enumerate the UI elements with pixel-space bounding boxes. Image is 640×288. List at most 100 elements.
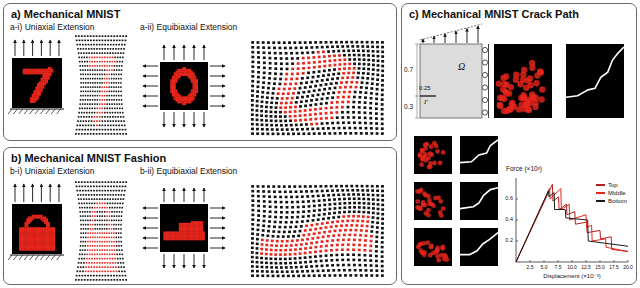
mesh-element <box>358 122 361 125</box>
mesh-element <box>93 186 95 188</box>
pattern-pixel <box>172 84 174 86</box>
pattern-pixel <box>30 245 32 247</box>
mesh-element <box>109 245 110 247</box>
mesh-element <box>87 228 88 230</box>
mesh-element <box>84 275 86 277</box>
pattern-pixel <box>35 92 37 94</box>
pattern-pixel <box>51 71 53 73</box>
mesh-element <box>81 35 83 37</box>
mesh-element <box>93 266 95 268</box>
pattern-pixel <box>32 97 34 99</box>
pattern-pixel <box>175 93 177 95</box>
pattern-pixel <box>32 233 34 235</box>
mesh-element <box>376 132 379 135</box>
mesh-element <box>116 65 118 67</box>
mesh-element <box>375 122 378 125</box>
mesh-element <box>104 52 106 54</box>
mesh-element <box>102 190 104 192</box>
load-arrow <box>23 40 24 56</box>
mesh-element <box>84 207 86 209</box>
pattern-pixel <box>189 95 191 97</box>
mesh-element <box>286 128 289 131</box>
mesh-element <box>375 93 378 96</box>
mesh-element <box>256 95 259 98</box>
mesh-element <box>90 224 91 226</box>
mesh-element <box>96 198 98 200</box>
mesh-element <box>110 279 112 281</box>
pattern-pixel <box>21 240 23 242</box>
pattern-pixel <box>35 217 37 219</box>
mesh-element <box>117 116 119 118</box>
mesh-element <box>121 44 123 46</box>
load-arrow <box>32 184 33 202</box>
pattern-pixel <box>42 87 44 89</box>
pattern-pixel <box>46 224 48 226</box>
mesh-element <box>280 102 283 105</box>
pattern-pixel <box>44 78 46 80</box>
mesh-element <box>111 232 112 234</box>
mesh-element <box>83 48 85 50</box>
mesh-element <box>87 249 89 251</box>
pattern-pixel <box>37 238 39 240</box>
pattern-pixel <box>174 79 176 81</box>
mesh-element <box>120 86 121 88</box>
pattern-pixel <box>193 83 195 85</box>
mesh-element <box>273 82 276 85</box>
pattern-pixel <box>51 242 53 244</box>
pattern-pixel <box>32 71 34 73</box>
mesh-element <box>299 87 302 90</box>
mesh-element <box>104 61 106 63</box>
pattern-pixel <box>41 79 43 81</box>
pattern-pixel <box>51 243 53 245</box>
mesh-element <box>260 110 263 113</box>
pattern-pixel <box>26 247 28 249</box>
pattern-pixel <box>184 98 186 100</box>
mesh-element <box>111 103 113 105</box>
mesh-element <box>81 279 83 281</box>
mesh-element <box>367 59 370 62</box>
pattern-pixel <box>39 234 41 236</box>
mesh-element <box>381 51 384 54</box>
pattern-pixel <box>48 242 50 244</box>
pattern-pixel <box>53 247 55 249</box>
mesh-element <box>281 97 284 100</box>
pattern-pixel <box>181 71 183 73</box>
mesh-element <box>341 101 344 104</box>
mesh-element <box>96 254 98 256</box>
mesh-element <box>304 114 307 117</box>
mesh-element <box>307 56 310 59</box>
mesh-element <box>97 220 98 222</box>
mesh-element <box>81 133 83 135</box>
mesh-element <box>115 266 117 268</box>
mesh-element <box>111 86 112 88</box>
mesh-element <box>79 190 81 192</box>
pattern-pixel <box>41 247 43 249</box>
mesh-element <box>90 129 92 131</box>
mesh-element <box>344 132 347 135</box>
mesh-element <box>90 271 92 273</box>
mesh-element <box>310 81 313 84</box>
pattern-pixel <box>46 247 48 249</box>
mesh-element <box>309 118 312 121</box>
pattern-pixel <box>51 69 53 71</box>
mesh-element <box>99 86 100 88</box>
pattern-pixel <box>44 222 46 224</box>
image-ground <box>12 58 62 108</box>
mesh-element <box>260 105 263 108</box>
pattern-pixel <box>28 222 30 224</box>
mesh-element <box>261 123 264 126</box>
mesh-element <box>274 52 277 55</box>
mesh-element <box>92 86 93 88</box>
pattern-pixel <box>39 71 41 73</box>
mesh-element <box>377 55 380 58</box>
pattern-pixel <box>184 72 186 74</box>
pattern-pixel <box>37 87 39 89</box>
pattern-pixel <box>46 234 48 236</box>
pattern-pixel <box>32 247 34 249</box>
pattern-pixel <box>48 227 50 229</box>
mesh-element <box>251 109 254 112</box>
mesh-element <box>285 78 288 81</box>
mesh-element <box>87 220 88 222</box>
pattern-pixel <box>50 69 52 71</box>
mesh-element <box>312 51 315 54</box>
